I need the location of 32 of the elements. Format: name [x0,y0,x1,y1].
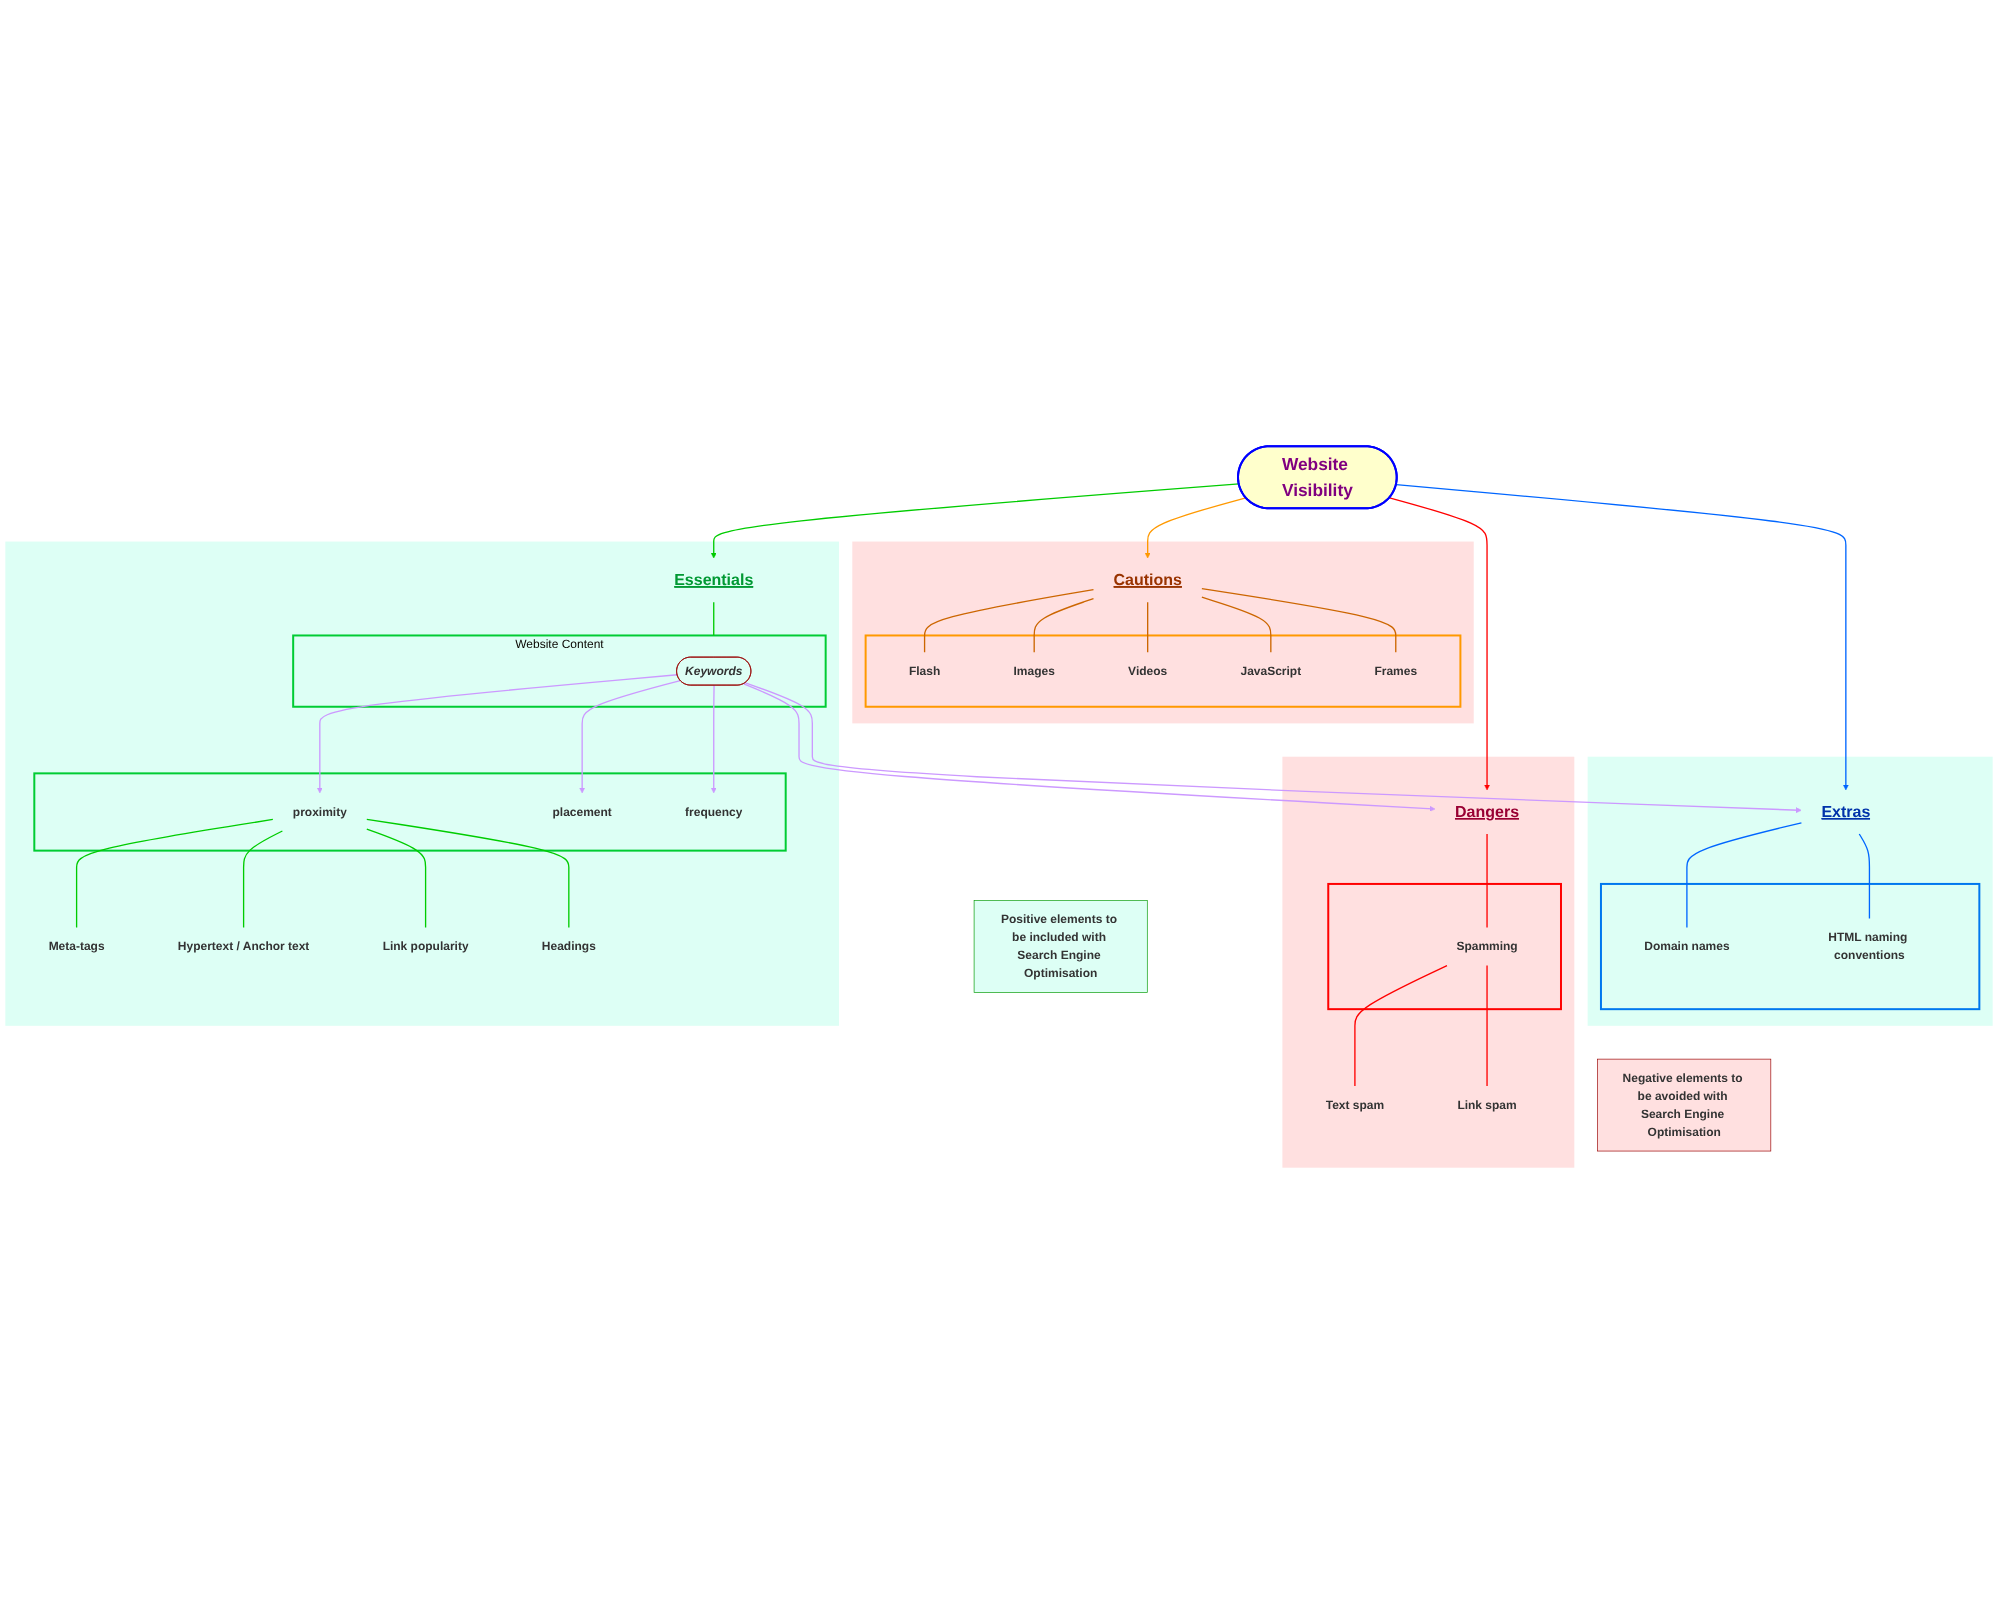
connector [713,601,715,637]
cluster [1587,756,1993,1026]
arrow [579,679,681,794]
connector [242,830,284,929]
cluster [1599,882,1981,1011]
arrow [710,684,717,794]
connector [1858,833,1871,920]
arrow [743,683,1436,812]
cluster [1327,882,1562,1011]
connector [1686,822,1803,929]
connector [923,588,1095,653]
cluster [852,541,1474,724]
connector [1147,601,1149,653]
connector [366,828,427,929]
arrow [1144,497,1247,559]
connector [1201,587,1397,653]
cluster [864,634,1462,708]
cluster [1282,756,1575,1168]
arrow [1388,497,1490,791]
arrow [710,483,1240,559]
connector [1486,964,1488,1087]
arrow [1395,484,1849,791]
connector [1033,597,1095,653]
cluster [5,541,839,1026]
arrow [316,674,678,794]
arrow [744,682,1802,814]
connector [75,818,274,929]
connector [1486,833,1488,929]
connector [366,818,570,929]
cluster [33,772,787,852]
connector [1201,596,1272,653]
connector [1354,964,1448,1087]
